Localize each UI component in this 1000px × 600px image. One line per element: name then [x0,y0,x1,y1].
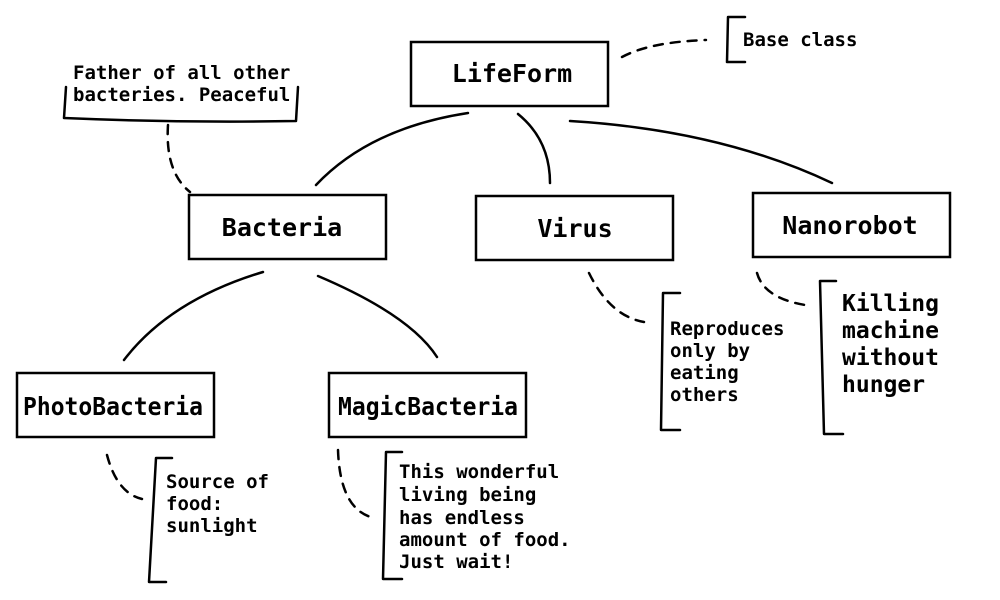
connector-photobacteria-note [105,453,144,501]
node-magicbacteria: MagicBacteria [327,371,528,439]
note-line: only by [670,340,750,362]
node-photobacteria: PhotoBacteria [15,371,216,439]
connector-virus-note [587,271,646,324]
bracket-magicbacteria-note [381,450,404,581]
node-bacteria-label: Bacteria [222,213,342,242]
note-line: living being [399,484,536,506]
note-line: others [670,384,739,406]
note-line: without [842,345,939,371]
node-lifeform-label: LifeForm [452,59,572,88]
note-line: Just wait! [399,551,513,573]
node-virus: Virus [474,194,675,262]
node-magicbacteria-label: MagicBacteria [338,392,518,421]
note-line: Base class [743,29,857,51]
note-line: This wonderful [399,461,559,483]
node-lifeform-box [409,40,610,108]
edge-lifeform-bacteria [314,111,470,187]
node-virus-box [474,194,675,262]
note-line: has endless [399,507,525,529]
node-virus-label: Virus [537,214,612,243]
node-bacteria-box [187,193,388,261]
note-line: Reproduces [670,318,784,340]
node-photobacteria-label: PhotoBacteria [23,392,203,421]
bracket-virus-note [659,291,682,432]
note-line: Father of all other [73,62,290,84]
note-line: machine [842,318,939,344]
node-bacteria: Bacteria [187,193,388,261]
note-line: Killing [842,291,939,317]
note-bacteria: Father of all other bacteries. Peaceful [73,62,302,106]
note-line: eating [670,362,739,384]
edge-lifeform-virus [516,112,552,185]
node-nanorobot: Nanorobot [751,191,952,259]
bracket-photobacteria-note [147,456,174,584]
edge-lifeform-nanorobot [568,119,834,185]
note-magicbacteria: This wonderful living being has endless … [399,461,582,573]
connector-magicbacteria-note [336,448,376,520]
note-nanorobot: Killing machine without hunger [842,291,953,398]
connector-lifeform-note [620,38,708,59]
note-photobacteria: Source of food: sunlight [166,471,280,537]
connector-bacteria-note [166,123,192,194]
note-virus: Reproduces only by eating others [670,318,796,406]
node-nanorobot-label: Nanorobot [782,211,917,240]
node-photobacteria-box [15,371,216,439]
note-line: food: [166,493,223,515]
note-line: sunlight [166,515,258,537]
note-lifeform: Base class [743,29,857,51]
bracket-nanorobot-note [818,279,845,436]
note-line: Source of [166,471,269,493]
bracket-lifeform-note [725,15,747,64]
node-magicbacteria-box [327,371,528,439]
connector-nanorobot-note [755,271,807,307]
bracket-bacteria-note [62,85,300,123]
note-line: hunger [842,372,925,398]
edge-bacteria-magicbacteria [316,274,439,359]
node-lifeform: LifeForm [409,40,610,108]
note-line: bacteries. Peaceful [73,84,290,106]
note-line: amount of food. [399,529,571,551]
edge-bacteria-photobacteria [122,270,265,362]
node-nanorobot-box [751,191,952,259]
